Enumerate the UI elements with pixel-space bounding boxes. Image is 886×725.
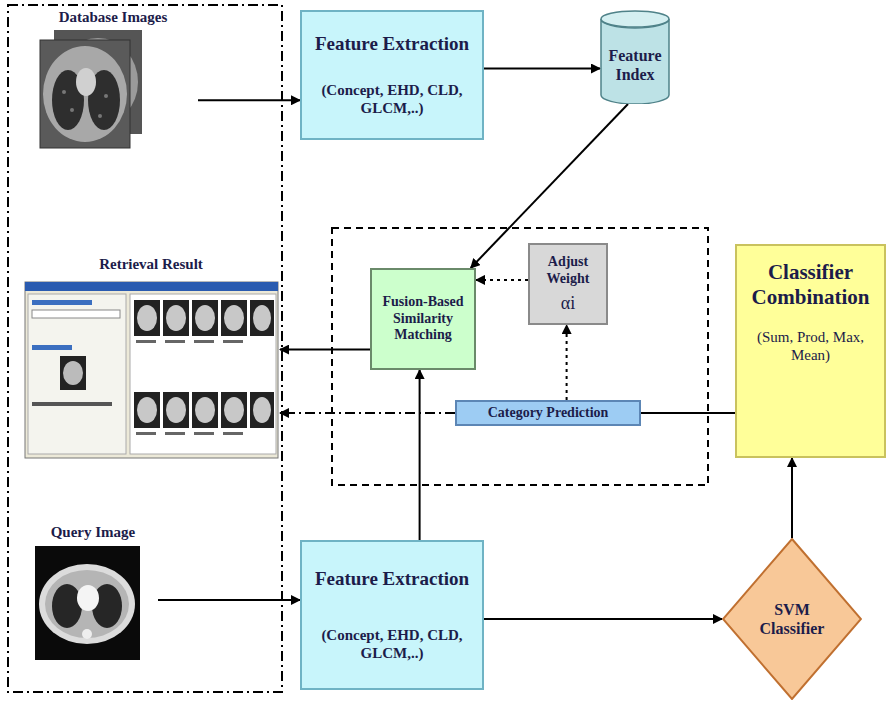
- node-label: Feature Extraction: [315, 33, 469, 56]
- process-box: Classifier Combination (Sum, Prod, Max, M…: [735, 244, 886, 458]
- connector-arrow: [484, 68, 600, 70]
- image-panel: Query Image: [28, 523, 158, 663]
- connector-arrow: [566, 325, 568, 400]
- connector-arrow: [198, 99, 300, 101]
- process-box: Feature Extraction (Concept, EHD, CLD, GL…: [300, 10, 484, 140]
- diamond-outline: [722, 538, 862, 700]
- ct-image-stack: [40, 30, 142, 148]
- node-sublabel: (Concept, EHD, CLD, GLCM,..): [310, 626, 474, 662]
- group-frame: [332, 228, 708, 485]
- node-label: Category Prediction: [488, 405, 609, 422]
- node-sublabel: (Concept, EHD, CLD, GLCM,..): [310, 81, 474, 117]
- image-panel: Database Images: [28, 8, 198, 150]
- group-frame: [8, 5, 282, 692]
- connector-arrow: [484, 618, 722, 620]
- node-label: Fusion-Based Similarity Matching: [377, 294, 469, 344]
- node-sublabel: αi: [561, 293, 575, 315]
- node-label: Feature Index: [602, 46, 668, 84]
- connector-arrow: [476, 279, 528, 281]
- node-label: Query Image: [51, 523, 136, 541]
- image-panel: Retrieval Result: [22, 255, 280, 461]
- node-label: Feature Extraction: [315, 568, 469, 591]
- database-cylinder: Feature Index: [600, 10, 670, 104]
- process-box: Feature Extraction (Concept, EHD, CLD, GL…: [300, 540, 484, 690]
- decision-diamond: SVM Classifier: [722, 538, 862, 700]
- node-label: Retrieval Result: [99, 255, 203, 273]
- process-box: Fusion-Based Similarity Matching: [370, 268, 476, 370]
- connector-arrow: [791, 458, 793, 538]
- node-sublabel: (Sum, Prod, Max, Mean): [745, 328, 876, 364]
- screenshot: [25, 282, 278, 458]
- connector-arrow: [280, 412, 455, 414]
- node-label: SVM Classifier: [752, 600, 832, 638]
- node-label: Database Images: [59, 8, 168, 26]
- connector-arrow: [280, 349, 370, 351]
- connector-arrow: [158, 599, 300, 601]
- connector-arrow: [419, 370, 421, 540]
- process-box: Adjust Weight αi: [528, 243, 608, 325]
- connector-arrow: [641, 412, 735, 414]
- node-label: Adjust Weight: [534, 254, 602, 288]
- node-label: Classifier Combination: [745, 260, 876, 310]
- ct-image: [35, 546, 140, 660]
- process-box: Category Prediction: [455, 400, 641, 426]
